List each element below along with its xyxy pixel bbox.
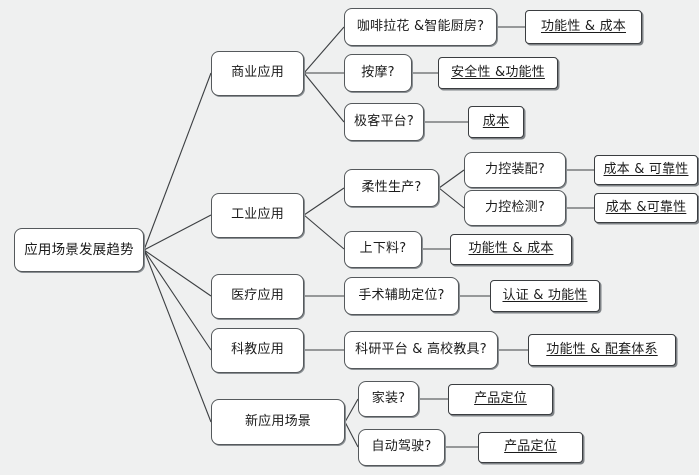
node-medical-label: 医疗应用	[231, 288, 284, 304]
node-research-platform-label: 科研平台 & 高校教具?	[355, 341, 487, 357]
node-autonomous-driving[interactable]: 自动驾驶?	[358, 429, 445, 466]
node-industrial[interactable]: 工业应用	[211, 193, 304, 238]
edge-root-commercial	[143, 72, 212, 251]
node-education[interactable]: 科教应用	[211, 328, 304, 373]
node-metric-func-cost-1-label: 功能性 & 成本	[540, 18, 626, 34]
node-commercial[interactable]: 商业应用	[211, 51, 304, 96]
node-root[interactable]: 应用场景发展趋势	[14, 228, 144, 272]
edge-industrial-flexible	[303, 187, 345, 216]
node-force-inspection-label: 力控检测?	[485, 199, 545, 215]
edge-industrial-loadunload	[303, 214, 345, 250]
edge-new-home	[344, 398, 359, 423]
node-autonomous-driving-label: 自动驾驶?	[371, 439, 432, 455]
node-flexible-manufacturing-label: 柔性生产?	[361, 179, 422, 195]
node-metric-product-pos-2[interactable]: 产品定位	[478, 432, 583, 463]
node-surgical-positioning-label: 手术辅助定位?	[358, 287, 445, 303]
node-geek-platform-label: 极客平台?	[354, 113, 414, 129]
edge-root-new	[143, 249, 212, 423]
node-home-decoration[interactable]: 家装?	[358, 381, 419, 417]
node-home-decoration-label: 家装?	[371, 390, 406, 406]
edge-new-autonomous	[344, 421, 359, 448]
node-massage[interactable]: 按摩?	[344, 54, 412, 92]
node-metric-func-cost-2[interactable]: 功能性 & 成本	[450, 234, 572, 265]
node-metric-safety-func[interactable]: 安全性 &功能性	[438, 57, 558, 89]
node-medical[interactable]: 医疗应用	[211, 274, 304, 319]
node-industrial-label: 工业应用	[231, 207, 284, 223]
node-metric-func-support-label: 功能性 & 配套体系	[546, 341, 658, 357]
edge-root-education	[143, 249, 212, 351]
node-coffee-kitchen[interactable]: 咖啡拉花 &智能厨房?	[344, 8, 497, 46]
node-new-scenarios-label: 新应用场景	[244, 413, 311, 429]
node-force-inspection[interactable]: 力控检测?	[464, 190, 566, 226]
node-research-platform[interactable]: 科研平台 & 高校教具?	[344, 331, 498, 369]
node-metric-func-support[interactable]: 功能性 & 配套体系	[528, 334, 676, 366]
node-metric-product-pos-1[interactable]: 产品定位	[448, 384, 553, 415]
node-metric-cost-reliab-2[interactable]: 成本 &可靠性	[594, 193, 698, 223]
node-force-assembly-label: 力控装配?	[485, 161, 545, 177]
node-root-label: 应用场景发展趋势	[24, 241, 134, 258]
edge-flexible-inspection	[438, 187, 465, 209]
node-education-label: 科教应用	[231, 342, 284, 358]
edge-commercial-coffee	[303, 26, 345, 74]
edge-commercial-geek	[303, 72, 345, 123]
node-metric-cost-reliab-1[interactable]: 成本 & 可靠性	[594, 155, 698, 185]
edge-root-medical	[143, 249, 212, 297]
node-flexible-manufacturing[interactable]: 柔性生产?	[344, 169, 439, 207]
edge-flexible-assembly	[438, 169, 465, 189]
node-metric-cost-reliab-2-label: 成本 &可靠性	[605, 199, 687, 215]
node-metric-cost-label: 成本	[482, 113, 510, 129]
node-metric-func-cost-2-label: 功能性 & 成本	[468, 241, 554, 257]
node-metric-func-cost-1[interactable]: 功能性 & 成本	[525, 10, 642, 44]
node-metric-cost[interactable]: 成本	[468, 106, 524, 138]
node-load-unload-label: 上下料?	[359, 241, 407, 257]
node-surgical-positioning[interactable]: 手术辅助定位?	[344, 277, 459, 315]
node-load-unload[interactable]: 上下料?	[344, 231, 422, 268]
node-commercial-label: 商业应用	[231, 65, 284, 81]
node-massage-label: 按摩?	[361, 64, 395, 80]
node-metric-cert-func-label: 认证 & 功能性	[502, 287, 588, 303]
node-metric-product-pos-1-label: 产品定位	[474, 391, 527, 407]
node-metric-product-pos-2-label: 产品定位	[504, 439, 557, 455]
node-new-scenarios[interactable]: 新应用场景	[211, 399, 345, 445]
node-metric-cert-func[interactable]: 认证 & 功能性	[490, 280, 600, 312]
edge-root-industrial	[143, 214, 212, 251]
node-geek-platform[interactable]: 极客平台?	[344, 103, 424, 141]
node-metric-cost-reliab-1-label: 成本 & 可靠性	[603, 161, 689, 177]
node-metric-safety-func-label: 安全性 &功能性	[451, 64, 545, 80]
node-force-assembly[interactable]: 力控装配?	[464, 152, 566, 188]
node-coffee-kitchen-label: 咖啡拉花 &智能厨房?	[356, 18, 485, 34]
